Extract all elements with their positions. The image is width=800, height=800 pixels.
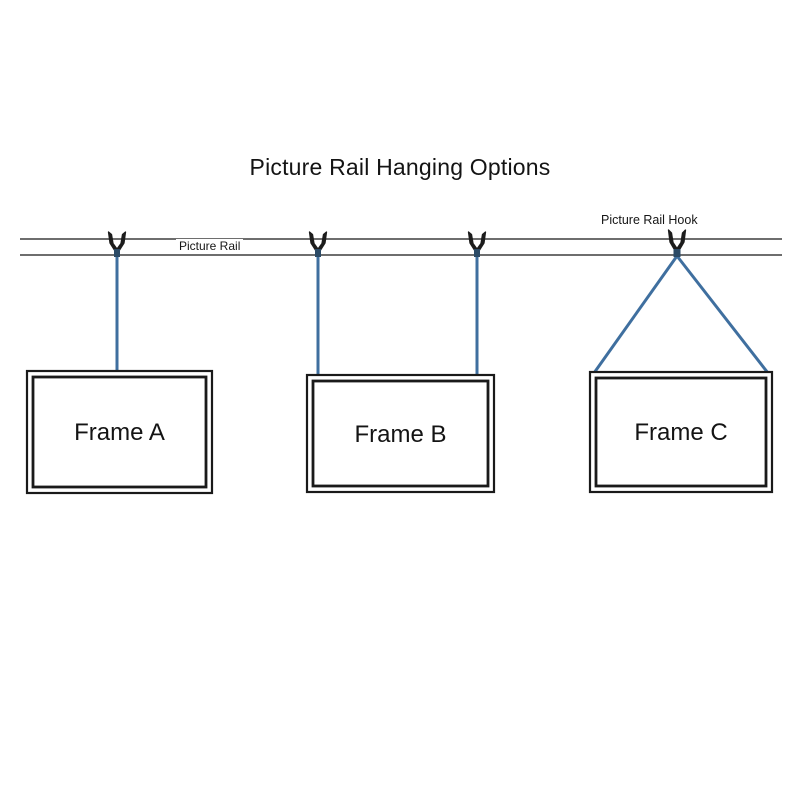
frame-c-inner-border — [594, 376, 768, 488]
picture-rail-hook-icon[interactable] — [308, 231, 328, 257]
frame-b[interactable] — [305, 373, 496, 494]
picture-rail-hook-icon[interactable] — [107, 231, 127, 257]
picture-frames — [25, 369, 774, 495]
picture-rail-hooks — [107, 229, 687, 257]
page-title: Picture Rail Hanging Options — [249, 154, 551, 180]
frame-a-inner-border — [31, 375, 208, 489]
hook-clamp-c — [673, 249, 681, 257]
wire-frame-c-left — [592, 255, 679, 374]
hook-clamp-a — [114, 249, 120, 257]
picture-rail-hook-icon[interactable] — [467, 231, 487, 257]
hook-clamp-b-left — [315, 249, 321, 257]
frame-b-inner-border — [311, 379, 490, 488]
picture-rail-hook-label: Picture Rail Hook — [601, 213, 698, 227]
picture-rail-label: Picture Rail — [176, 239, 244, 253]
wire-frame-c-right — [675, 255, 770, 374]
frame-c-label: Frame C — [634, 419, 728, 446]
hanging-wires — [115, 252, 770, 376]
frame-c[interactable] — [588, 370, 774, 494]
frame-a[interactable] — [25, 369, 214, 495]
frame-a-label: Frame A — [74, 419, 165, 446]
hook-clamp-b-right — [474, 249, 480, 257]
picture-rail-hook-icon[interactable] — [667, 229, 687, 257]
picture-rail — [20, 238, 782, 256]
frame-b-label: Frame B — [354, 421, 447, 448]
